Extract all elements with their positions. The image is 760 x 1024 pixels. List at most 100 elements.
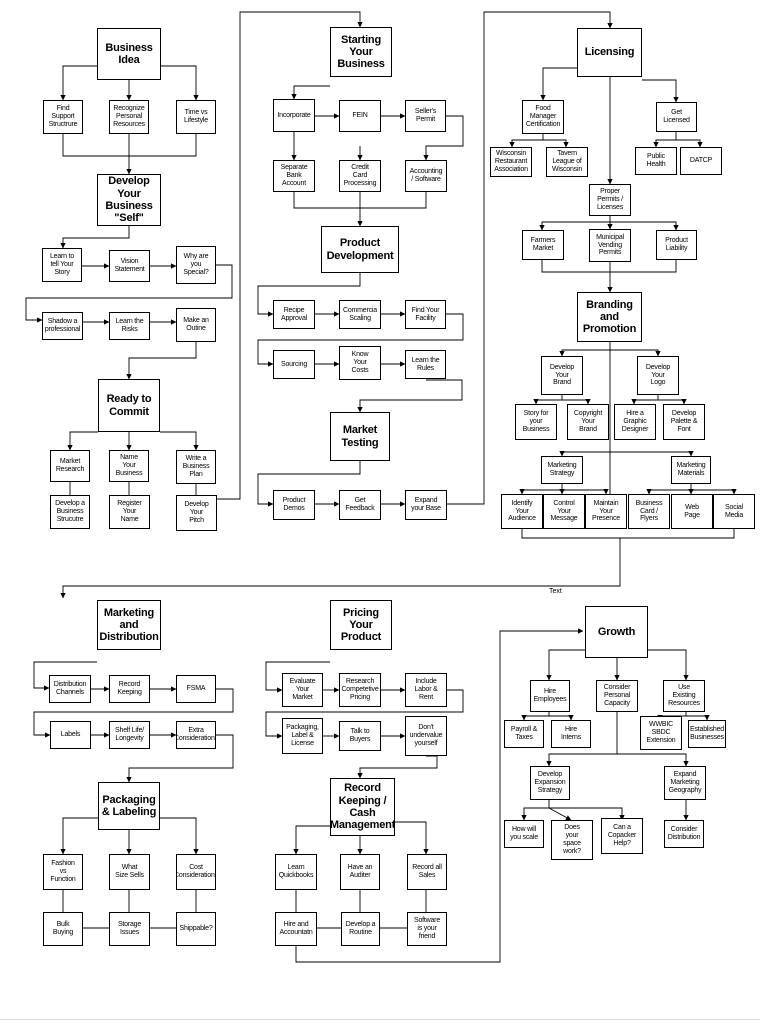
- node-use-resources: Use Existing Resources: [663, 680, 705, 712]
- node-record-sales: Record all Sales: [407, 854, 447, 890]
- node-copacker: Can a Copacker Help?: [601, 818, 643, 854]
- node-pricing-product: Pricing Your Product: [330, 600, 392, 650]
- node-wisconsin-restaurant: Wisconsin Restaurant Association: [490, 147, 532, 177]
- node-shippable: Shippable?: [176, 912, 216, 946]
- node-develop-palette: Develop Palette & Font: [663, 404, 705, 440]
- node-marketing-distribution: Marketing and Distribution: [97, 600, 161, 650]
- node-storage-issues: Storage Issues: [109, 912, 150, 946]
- node-municipal-vending: Municipal Vending Permits: [589, 229, 631, 262]
- node-public-health: Public Health: [635, 147, 677, 175]
- page-bottom-rule: [0, 1019, 760, 1020]
- node-space-work: Does your space work?: [551, 820, 593, 860]
- node-make-outline: Make an Outine: [176, 308, 216, 342]
- node-credit-card: Credit Card Processing: [339, 160, 381, 192]
- node-how-scale: How will you scale: [504, 820, 544, 848]
- node-datcp: DATCP: [680, 147, 722, 175]
- node-name-business: Name Your Business: [109, 450, 149, 482]
- node-branding-promotion: Branding and Promotion: [577, 292, 642, 342]
- node-record-keeping-sm: Record Keeping: [109, 675, 150, 703]
- node-maintain-presence: Maintain Your Presence: [585, 494, 627, 529]
- node-dont-undervalue: Don't undervalue yourself: [405, 716, 447, 756]
- node-software-friend: Software is your friend: [407, 912, 447, 946]
- node-develop-logo: Develop Your Logo: [637, 356, 679, 395]
- node-learn-rules: Learn the Rules: [405, 350, 446, 379]
- node-expand-geography: Expand Marketing Geography: [664, 766, 706, 800]
- node-hire-employees: Hire Employees: [530, 680, 570, 712]
- node-learn-tell-story: Learn to tell Your Story: [42, 248, 82, 282]
- node-develop-routine: Develop a Routine: [341, 912, 380, 946]
- node-expand-base: Expand your Base: [405, 490, 447, 520]
- node-hire-interns: Hire Interns: [551, 720, 591, 748]
- node-market-research: Market Research: [50, 450, 90, 482]
- node-extra-considerations: Extra Considerations: [176, 721, 216, 749]
- node-marketing-strategy: Marketing Strategy: [541, 456, 583, 484]
- node-record-keeping: Record Keeping / Cash Management: [330, 778, 395, 836]
- node-packaging-labeling: Packaging & Labeling: [98, 782, 160, 830]
- node-register-name: Register Your Name: [109, 495, 150, 529]
- node-find-facility: Find Your Facility: [405, 300, 446, 329]
- node-recognize-resources: Recognize Personal Resources: [109, 100, 149, 134]
- node-fein: FEIN: [339, 100, 381, 132]
- node-copyright-brand: Copyright Your Brand: [567, 404, 609, 440]
- node-incorporate: Incorporate: [273, 99, 315, 132]
- node-find-support: Find Support Structrure: [43, 100, 83, 134]
- node-licensing: Licensing: [577, 28, 642, 77]
- node-research-pricing: Research Competetive Pricing: [339, 673, 381, 707]
- node-commercial-scaling: Commercia Scaling: [339, 300, 381, 329]
- node-identify-audience: Identify Your Audience: [501, 494, 543, 529]
- node-distribution-channels: Distribution Channels: [49, 675, 91, 703]
- node-hire-designer: Hire a Graphic Designer: [614, 404, 656, 440]
- node-learn-quickbooks: Learn Quickbooks: [275, 854, 317, 890]
- node-packaging-license: Packaging, Label & License: [282, 718, 323, 754]
- node-control-message: Control Your Message: [543, 494, 585, 529]
- node-ready-to-commit: Ready to Commit: [98, 379, 160, 432]
- node-what-size: What Size Sells: [109, 854, 150, 890]
- node-farmers-market: Farmers Market: [522, 230, 564, 260]
- node-get-licensed: Get Licensed: [656, 102, 697, 132]
- node-separate-bank: Separate Bank Account: [273, 160, 315, 192]
- node-vision-statement: Vision Statement: [109, 250, 150, 282]
- node-time-vs-lifestyle: Time vs Lifestyle: [176, 100, 216, 134]
- node-consider-distribution: Consider Distribution: [664, 820, 704, 848]
- node-wwbic: WWBIC SBDC Extension: [640, 716, 682, 750]
- node-accounting-software: Accounting / Software: [405, 160, 447, 192]
- node-personal-capacity: Consider Personal Capacity: [596, 680, 638, 712]
- node-bulk-buying: Bulk Buying: [43, 912, 83, 946]
- node-business-idea: Business Idea: [97, 28, 161, 80]
- node-established-businesses: Established Businesses: [688, 720, 726, 748]
- node-cost-considerations: Cost Considerations: [176, 854, 216, 890]
- node-why-special: Why are you Special?: [176, 246, 216, 284]
- node-expansion-strategy: Develop Expansion Strategy: [530, 766, 570, 800]
- node-web-page: Web Page: [671, 494, 713, 529]
- node-learn-risks: Learn the Risks: [109, 312, 150, 340]
- node-talk-buyers: Talk to Buyers: [339, 721, 381, 751]
- node-shadow-professional: Shadow a professional: [42, 312, 83, 340]
- node-starting-business: Starting Your Business: [330, 27, 392, 77]
- node-recipe-approval: Recipe Approval: [273, 300, 315, 329]
- node-fashion-function: Fashion vs Function: [43, 854, 83, 890]
- node-food-manager: Food Manager Certification: [522, 100, 564, 134]
- node-marketing-materials: Marketing Materials: [671, 456, 711, 484]
- node-growth: Growth: [585, 606, 648, 658]
- node-social-media: Social Media: [713, 494, 755, 529]
- node-sellers-permit: Seller's Permit: [405, 100, 446, 132]
- node-market-testing: Market Testing: [330, 412, 390, 461]
- node-develop-structure: Develop a Business Strucutre: [50, 495, 90, 529]
- node-hire-accountant: Hire and Accountatn: [275, 912, 317, 946]
- node-labels: Labels: [50, 721, 91, 749]
- node-product-demos: Product Demos: [273, 490, 315, 520]
- node-include-labor: Include Labor & Rent: [405, 673, 447, 707]
- node-evaluate-market: Evaluate Your Market: [282, 673, 323, 707]
- text-label: Text: [549, 588, 562, 595]
- node-fsma: FSMA: [176, 675, 216, 703]
- node-product-liability: Product Liability: [656, 230, 697, 260]
- node-write-plan: Write a Business Plan: [176, 450, 216, 484]
- node-get-feedback: Get Feedback: [339, 490, 381, 520]
- node-sourcing: Sourcing: [273, 350, 315, 379]
- node-develop-pitch: Develop Your Pitch: [176, 495, 217, 531]
- node-develop-brand: Develop Your Brand: [541, 356, 583, 395]
- node-know-costs: Know Your Costs: [339, 346, 381, 380]
- node-have-auditer: Have an Auditer: [340, 854, 380, 890]
- node-business-card: Business Card / Flyers: [628, 494, 670, 529]
